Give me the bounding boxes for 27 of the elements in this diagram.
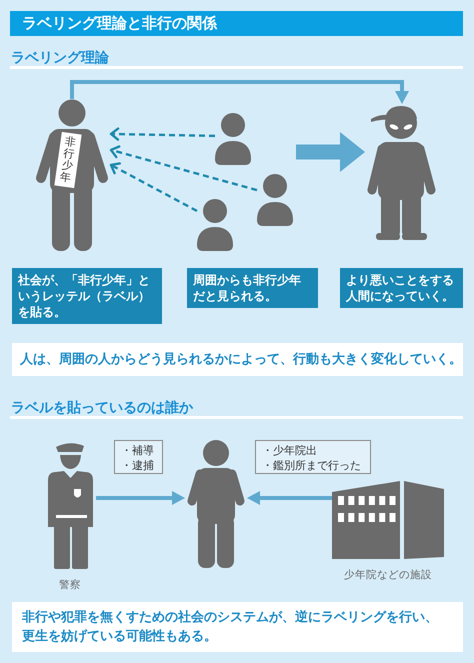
arrow <box>245 490 334 505</box>
summary-box: 人は、周囲の人からどう見られるかによって、行動も大きく変化していく。 <box>12 343 463 376</box>
note-box <box>255 440 371 474</box>
bullet-item: ・補導 <box>121 443 155 458</box>
person-silhouette <box>257 174 293 226</box>
dashed-arrow <box>110 162 198 212</box>
bullet-item: ・逮捕 <box>121 458 155 473</box>
section-heading: ラベルを貼っているのは誰か <box>11 400 193 416</box>
figure-caption: 警察 <box>59 578 81 592</box>
person-silhouette <box>197 199 233 251</box>
bullet-item: ・鑑別所まで行った <box>262 458 362 473</box>
figure-caption: 少年院などの施設 <box>344 568 432 582</box>
text-box: 社会が、「非行少年」というレッテル（ラベル）を貼る。 <box>12 268 162 324</box>
section-heading: ラベリング理論 <box>11 50 109 66</box>
person-silhouette <box>215 113 251 165</box>
summary-box: 非行や犯罪を無くすための社会のシステムが、逆にラベリングを行い、更生を妨げている可能性もある。 <box>12 602 463 652</box>
dashed-arrow <box>110 145 258 192</box>
arrow <box>70 80 409 106</box>
bullet-item: ・少年院出 <box>262 443 318 458</box>
building-icon <box>332 479 444 561</box>
title-bar: ラベリング理論と非行の関係 <box>10 11 463 36</box>
text-box: より悪いことをする人間になっていく。 <box>340 268 463 308</box>
note-box <box>114 440 163 474</box>
text-box: 周囲からも非行少年だと見られる。 <box>187 268 318 308</box>
arrow <box>94 490 187 505</box>
dashed-arrow <box>110 127 216 141</box>
person-figure <box>185 440 247 568</box>
